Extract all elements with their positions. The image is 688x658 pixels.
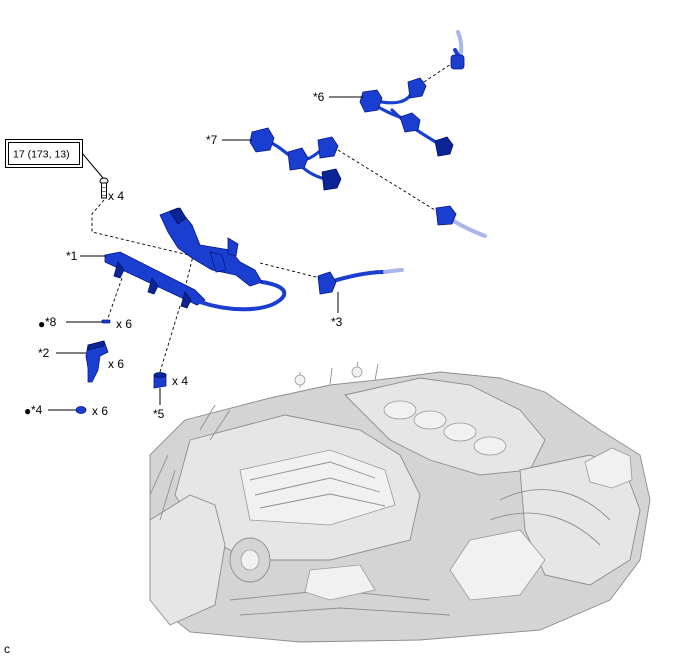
engine-assembly — [149, 361, 651, 643]
injector-qty: x 6 — [108, 357, 124, 371]
o-ring-8-qty: x 6 — [116, 317, 132, 331]
bullet-4: ● — [24, 404, 31, 418]
fuel-delivery-pipe — [104, 207, 287, 312]
insulator-qty: x 4 — [172, 374, 188, 388]
callout-4: *4 — [31, 403, 43, 417]
fuel-injector — [85, 340, 109, 383]
harness-connector — [435, 205, 487, 238]
bullet-8: ● — [38, 317, 45, 331]
o-ring-8 — [101, 319, 111, 324]
oring-dashed-line — [107, 277, 123, 319]
bolt-qty: x 4 — [108, 189, 124, 203]
callout-6: *6 — [313, 90, 325, 104]
callout-7: *7 — [206, 133, 218, 147]
callout-2: *2 — [38, 346, 50, 360]
injector-insulator — [153, 372, 167, 389]
callout-3: *3 — [331, 315, 343, 329]
o-ring-4 — [75, 406, 87, 414]
torque-leader — [81, 152, 104, 179]
torque-spec-box: 17 (173, 13) — [5, 139, 83, 168]
harness-6-dashed-line — [423, 63, 452, 83]
fuel-tube-dashed-line — [259, 262, 321, 279]
fuel-tube — [317, 268, 404, 295]
callout-8: *8 — [45, 315, 57, 329]
fuel-injector-wire-7 — [249, 127, 342, 191]
callout-5: *5 — [153, 407, 165, 421]
harness-7-dashed-line — [337, 149, 439, 213]
callout-1: *1 — [66, 249, 78, 263]
fuel-injector-wire-6 — [359, 30, 465, 157]
o-ring-4-qty: x 6 — [92, 404, 108, 418]
figure-code: c — [4, 642, 10, 656]
insulator-dashed-line — [159, 305, 181, 373]
torque-spec-text: 17 (173, 13) — [13, 149, 70, 161]
bolt-dashed-line — [91, 199, 194, 289]
bolt — [99, 177, 109, 199]
